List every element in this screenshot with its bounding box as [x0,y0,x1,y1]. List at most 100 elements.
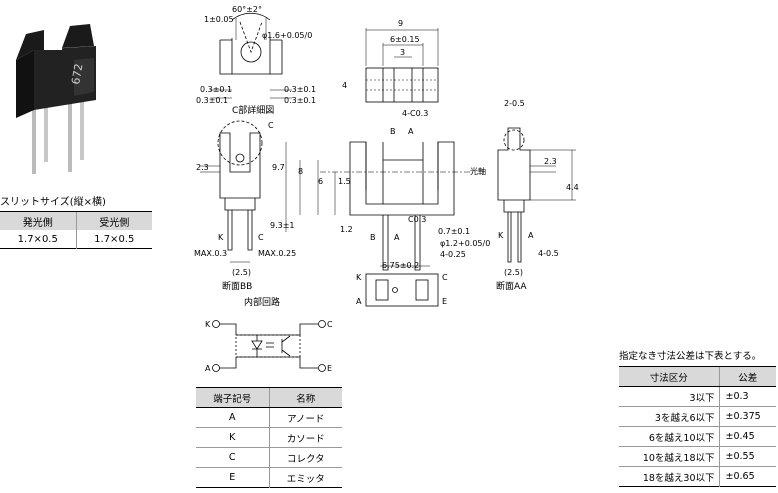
left-view: C 2.3 MAX.0.3 MAX.0.25 K C (2.5) 断面BB [194,120,296,292]
dim-93: 9.3±1 [270,221,295,230]
dim-675: 6.75±0.2 [382,261,419,270]
terminal-symbol: C [228,452,236,463]
dim-03-br: 0.3±0.1 [284,96,316,105]
detail-c-title: C部詳細図 [232,104,274,116]
mark-b-bottom: B [370,233,376,242]
top-view: 9 6±0.15 3 4 4-C0.3 [342,19,439,118]
aa-dim-44: 4.4 [566,183,579,192]
tolerance-value: ±0.65 [718,466,776,487]
bb-k: K [218,233,224,242]
section-bb-title: 断面BB [222,280,252,292]
bb-c: C [258,233,264,242]
dim-15: 1.5 [338,177,351,186]
table-row: 18を越え30以下±0.65 [619,466,776,487]
dim-9: 9 [398,19,403,28]
circuit-title: 内部回路 [244,296,280,308]
aa-a: A [528,231,534,240]
tolerance-header-range: 寸法区分 [619,366,720,387]
slit-caption: スリットサイズ(縦×横) [0,197,106,208]
tolerance-header-value: 公差 [718,366,776,387]
table-row: 3を越え6以下±0.375 [619,406,776,427]
dim-1: 1±0.05 [204,15,234,24]
tolerance-range: 3を越え6以下 [654,412,715,424]
terminal-symbol: E [229,472,236,483]
bottom-k: K [356,273,362,282]
dim-6-015: 6±0.15 [390,35,420,44]
circuit-e: E [327,364,332,373]
mark-b-top: B [390,127,396,136]
front-view: B A 光軸 9.7 8 6 1.5 9.3±1 1.2 C0.3 0.7±0.… [270,127,490,271]
table-row: C コレクタ [196,447,342,468]
bb-pitch: (2.5) [232,268,251,277]
bb-max03: MAX.0.3 [194,249,227,258]
table-row: 6を越え10以下±0.45 [619,426,776,447]
tolerance-value: ±0.45 [718,426,776,447]
dim-03-tl: 0.3±0.1 [200,85,232,94]
optical-axis-label: 光軸 [470,166,486,176]
tolerance-value: ±0.55 [718,446,776,467]
internal-circuit: 内部回路 K A C E [205,296,333,373]
slit-emitter-value: 1.7×0.5 [17,233,58,245]
table-row: K カソード [196,427,342,448]
dim-97: 9.7 [272,163,285,172]
terminal-symbol: A [229,412,236,423]
dim-phi12: φ1.2+0.05/0 [440,239,490,248]
aa-k: K [498,231,504,240]
table-row: A アノード [196,407,342,428]
tolerance-table: 寸法区分 公差 3以下±0.3 3を越え6以下±0.375 6を越え10以下±0… [619,366,776,487]
dim-phi16: φ1.6+0.05/0 [262,31,312,40]
c03-label: C0.3 [408,215,426,224]
aa-dim-2-05: 2-0.5 [504,99,525,108]
terminal-name: コレクタ [268,447,342,468]
dim-3: 3 [400,48,405,57]
dim-4-025: 4-0.25 [440,250,466,259]
mark-a-top: A [408,127,414,136]
terminal-name: エミッタ [268,467,342,488]
terminal-table: 端子記号 名称 A アノード K カソード C コレクタ E エミッタ [196,387,342,488]
dim-angle: 60°±2° [232,5,262,14]
tolerance-range: 10を越え18以下 [642,452,715,464]
dim-4: 4 [342,81,347,90]
circuit-a: A [205,364,211,373]
tolerance-range: 18を越え30以下 [642,472,715,484]
section-aa-title: 断面AA [496,280,527,292]
terminal-header-symbol: 端子記号 [196,387,269,408]
tolerance-range: 6を越え10以下 [648,432,715,444]
left-label-c: C [268,121,274,130]
dim-03-bl: 0.3±0.1 [196,96,228,105]
mark-a-bottom: A [394,233,400,242]
terminal-name: アノード [268,407,342,428]
tolerance-value: ±0.375 [718,406,776,427]
slit-receiver-value: 1.7×0.5 [75,230,152,249]
aa-dim-4-05: 4-0.5 [538,249,559,258]
table-row: 10を越え18以下±0.55 [619,446,776,467]
bb-dim-23: 2.3 [196,163,209,172]
terminal-symbol: K [229,432,236,443]
circuit-k: K [205,320,211,329]
bottom-view: 6.75±0.2 K C A E [356,261,448,307]
slit-header-receiver: 受光側 [75,211,152,230]
terminal-name: カソード [268,427,342,448]
dim-07: 0.7±0.1 [438,227,470,236]
bb-max025: MAX.0.25 [258,249,296,258]
terminal-header-name: 名称 [268,387,342,408]
slit-size-table: 発光側 受光側 1.7×0.5 1.7×0.5 [0,211,152,249]
bottom-e: E [442,297,447,306]
aa-dim-23: 2.3 [544,157,557,166]
slit-header-emitter: 発光側 [0,211,76,230]
table-row: E エミッタ [196,467,342,488]
bottom-c: C [442,273,448,282]
detail-c: 60°±2° 1±0.05 φ1.6+0.05/0 0.3±0.1 0.3±0.… [196,5,316,116]
aa-pitch: (2.5) [504,268,523,277]
bottom-a: A [356,297,362,306]
dim-6v: 6 [318,177,323,186]
tolerance-value: ±0.3 [718,386,776,407]
dim-03-tr: 0.3±0.1 [284,85,316,94]
chamfer-4c03: 4-C0.3 [402,109,428,118]
section-aa: 2-0.5 2.3 4.4 K A 4-0.5 (2.5) 断面AA [496,99,579,292]
product-photo: 672 [16,24,96,174]
photo-marking: 672 [69,63,85,86]
tolerance-caption: 指定なき寸法公差は下表とする。 [619,351,762,362]
tolerance-range: 3以下 [689,392,715,404]
